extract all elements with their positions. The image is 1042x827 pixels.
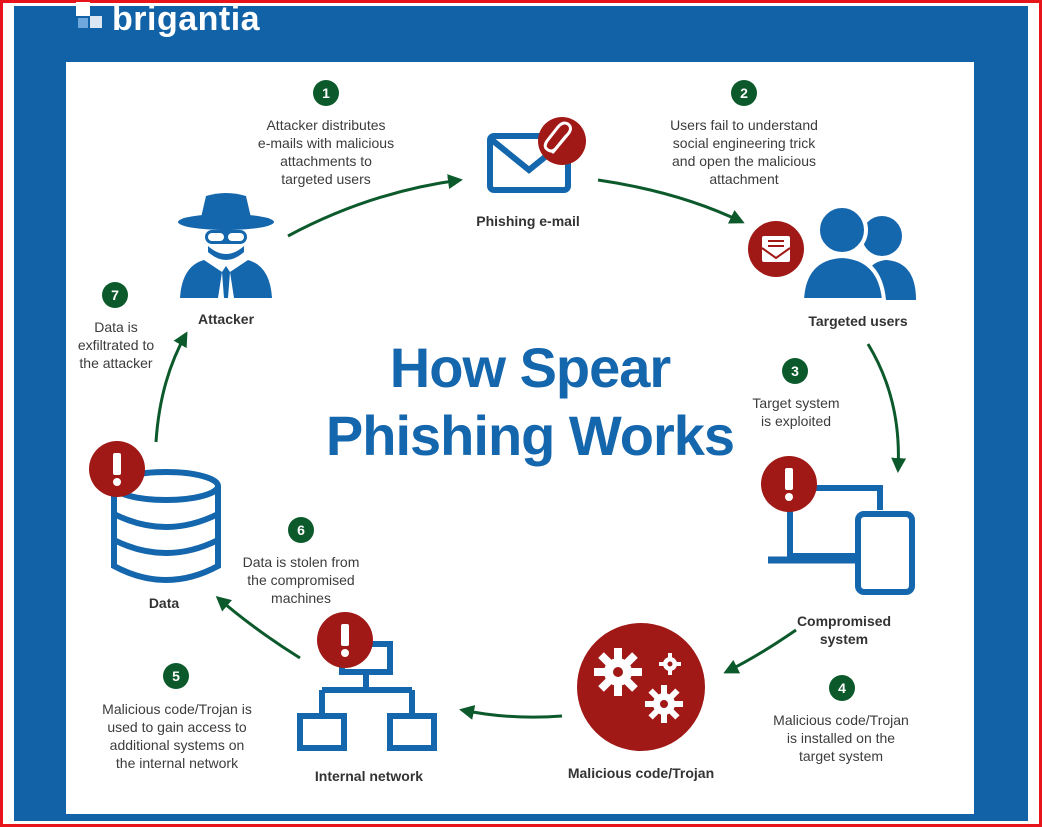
- paperclip-icon: [538, 117, 586, 165]
- step-2-badge: 2: [731, 80, 757, 106]
- network-alert-icon: [317, 612, 373, 668]
- arrow-email-to-users: [597, 178, 745, 224]
- brand-name: brigantia: [112, 0, 261, 38]
- label-data: Data: [148, 595, 180, 611]
- label-attacker: Attacker: [197, 311, 255, 327]
- step-4-badge: 4: [829, 675, 855, 701]
- cycle-arrows: [154, 174, 907, 720]
- label-malicious-code: Malicious code/Trojan: [567, 765, 715, 781]
- step-3-badge: 3: [782, 358, 808, 384]
- label-phishing-email: Phishing e-mail: [476, 213, 580, 229]
- step-1-text: Attacker distributes e-mails with malici…: [257, 117, 395, 187]
- network-icon: [297, 641, 437, 751]
- diagram-title: How Spear Phishing Works: [230, 334, 830, 470]
- title-line-1: How Spear: [389, 336, 671, 399]
- step-2-text: Users fail to understand social engineer…: [670, 117, 818, 187]
- attacker-icon: [178, 193, 274, 298]
- step-5-badge: 5: [163, 663, 189, 689]
- arrow-system-to-trojan: [723, 628, 797, 674]
- envelope-alert-icon: [748, 221, 804, 277]
- step-7-text: Data is exfiltrated to the attacker: [77, 319, 155, 371]
- arrow-users-to-system: [866, 343, 907, 473]
- arrow-data-to-attacker: [154, 331, 188, 443]
- system-alert-icon: [761, 456, 817, 512]
- step-6-text: Data is stolen from the compromised mach…: [242, 554, 360, 606]
- brand-logo: brigantia: [72, 2, 260, 36]
- arrow-attacker-to-email: [287, 174, 463, 238]
- arrow-network-to-data: [215, 596, 301, 660]
- step-6-badge: 6: [288, 517, 314, 543]
- step-5-text: Malicious code/Trojan is used to gain ac…: [102, 701, 252, 771]
- label-targeted-users: Targeted users: [808, 313, 908, 329]
- users-icon: [799, 204, 916, 302]
- label-compromised-system: Compromised system: [796, 613, 892, 647]
- arrow-trojan-to-network: [459, 705, 563, 720]
- gears-icon: [577, 623, 705, 751]
- label-internal-network: Internal network: [314, 768, 424, 784]
- step-7-badge: 7: [102, 282, 128, 308]
- step-1-badge: 1: [313, 80, 339, 106]
- title-line-2: Phishing Works: [325, 404, 735, 467]
- brand-mark-icon: [76, 2, 102, 28]
- step-4-text: Malicious code/Trojan is installed on th…: [773, 712, 909, 764]
- step-3-text: Target system is exploited: [752, 395, 840, 429]
- data-alert-icon: [89, 441, 145, 497]
